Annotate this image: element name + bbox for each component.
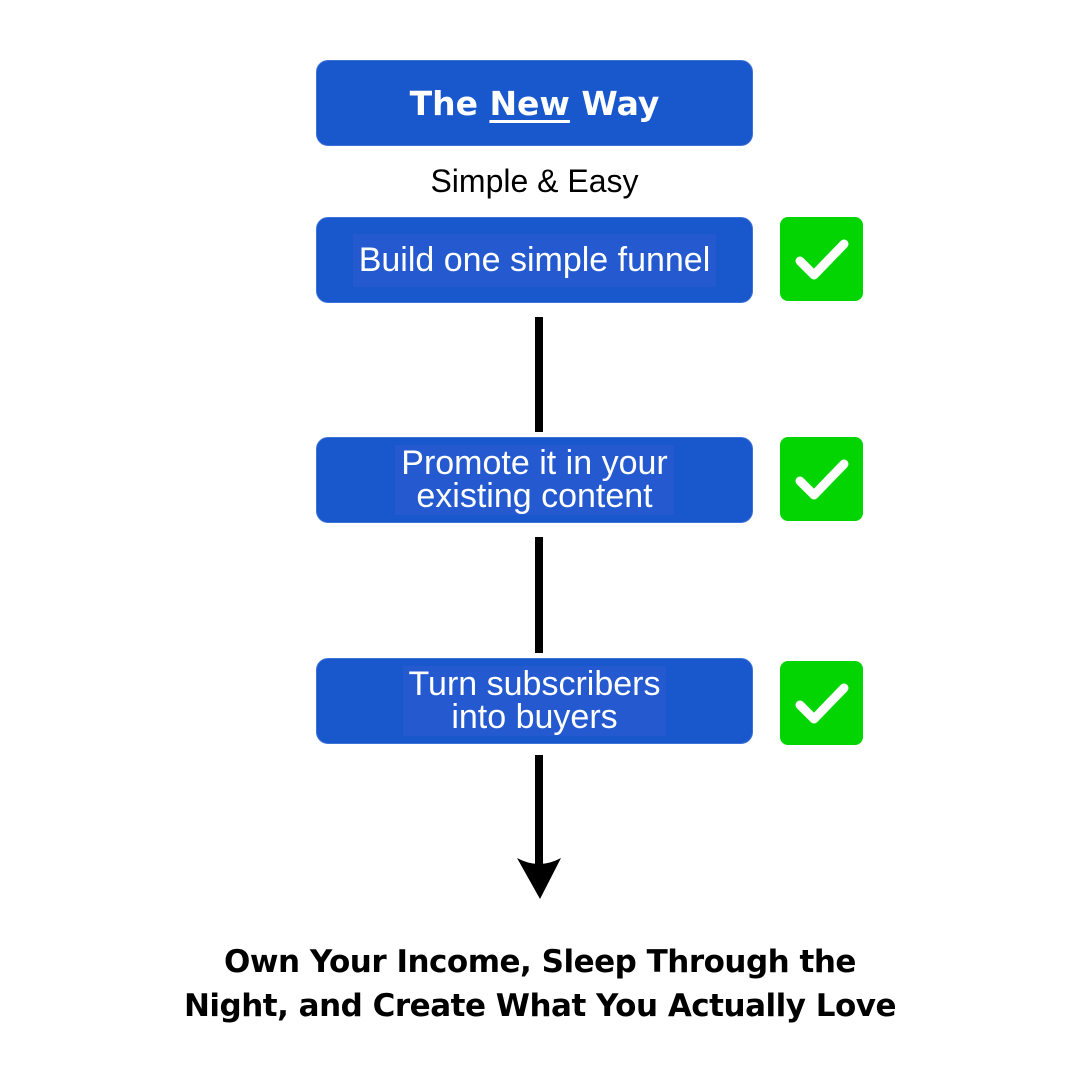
arrow-down-icon xyxy=(517,755,561,899)
title-emphasis: New xyxy=(489,83,570,123)
footer-line-1: Own Your Income, Sleep Through the xyxy=(224,944,856,980)
step-3-line-1: Turn subscribers xyxy=(408,665,661,703)
footer-line-2: Night, and Create What You Actually Love xyxy=(183,988,897,1024)
title-box: The New Way xyxy=(316,60,753,146)
check-icon xyxy=(780,437,863,521)
step-1-text: Build one simple funnel xyxy=(358,240,711,279)
title-post: Way xyxy=(569,83,660,123)
step-2-line-1: Promote it in your xyxy=(401,444,668,482)
step-1-box: Build one simple funnel xyxy=(316,217,753,303)
title: The New Way xyxy=(410,84,660,123)
connector-line xyxy=(535,317,543,432)
title-pre: The xyxy=(409,83,490,123)
step-2-line-2: existing content xyxy=(416,477,653,515)
subtitle: Simple & Easy xyxy=(430,163,639,199)
check-icon xyxy=(780,661,863,745)
step-3-line-2: into buyers xyxy=(451,698,618,736)
connector-line xyxy=(535,537,543,653)
footer-tagline: Own Your Income, Sleep Through the Night… xyxy=(0,940,1080,1028)
check-icon xyxy=(780,217,863,301)
